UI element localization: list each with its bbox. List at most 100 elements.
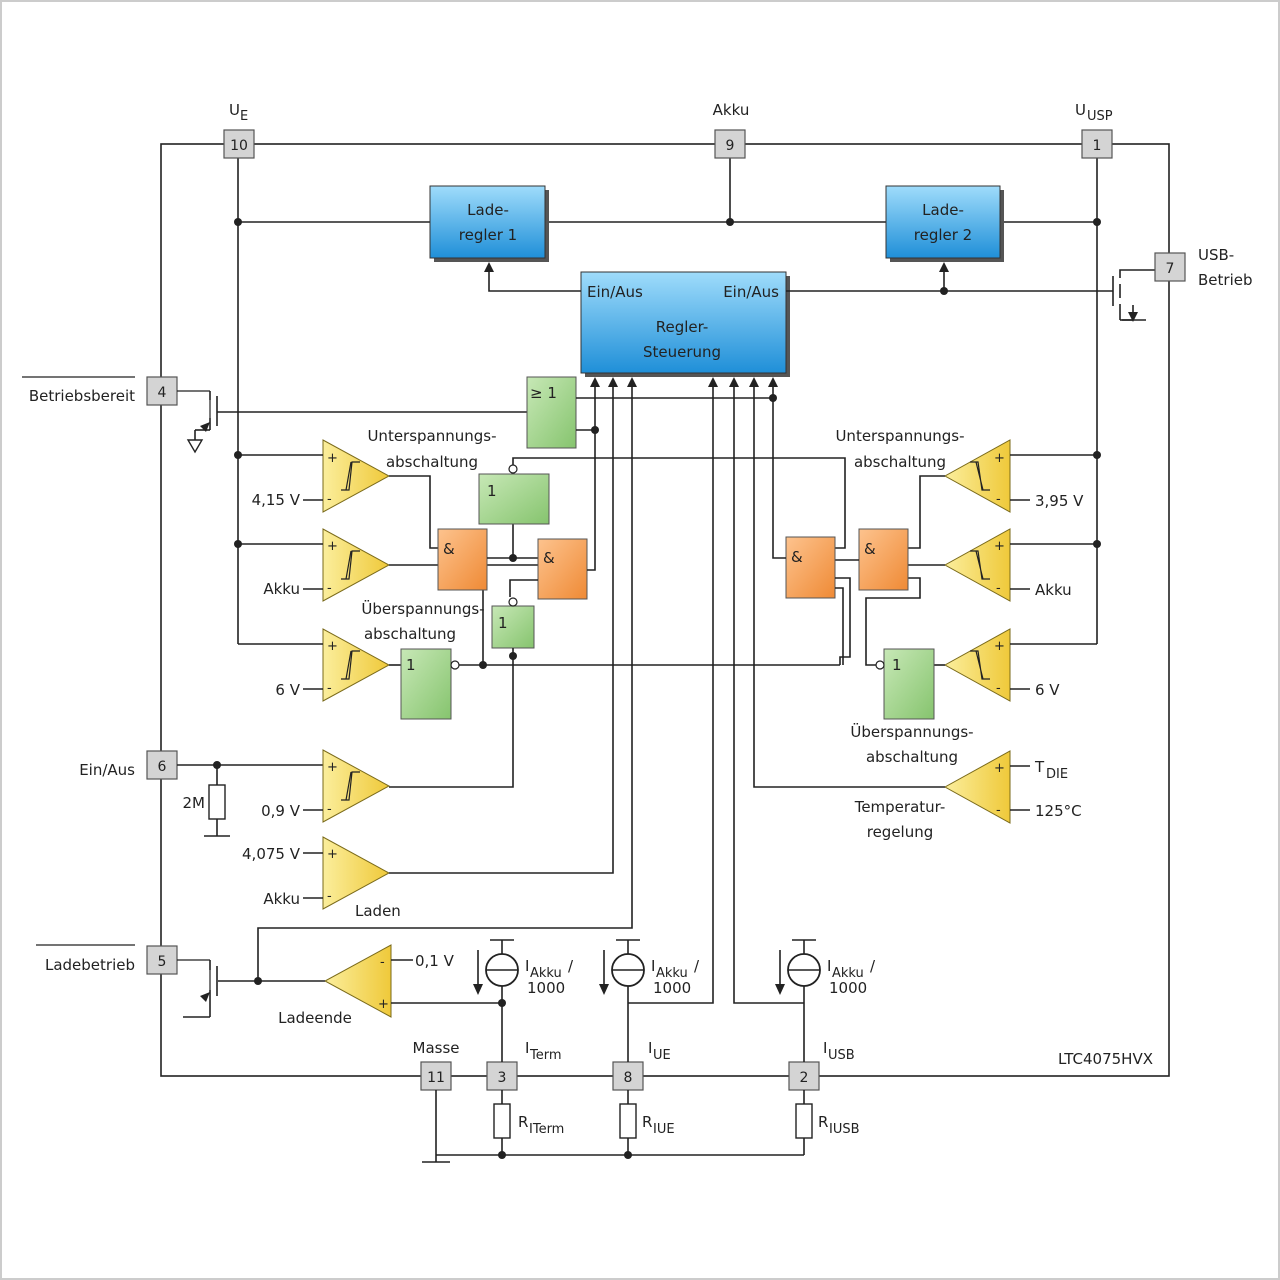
and-gate-left-1: & bbox=[437, 528, 488, 591]
laderegler-1-block: Lade- regler 1 bbox=[429, 185, 549, 262]
isrc-usb-sub: Akku bbox=[832, 966, 864, 981]
and-gate-right-2: & bbox=[785, 536, 836, 599]
pin-9: 9 bbox=[714, 129, 746, 159]
svg-text:5: 5 bbox=[158, 954, 167, 970]
uv-right-label-1: Unterspannungs- bbox=[835, 427, 964, 445]
laderegler-1-line1: Lade- bbox=[467, 201, 509, 219]
ctrl-line2: Steuerung bbox=[643, 343, 721, 361]
svg-text:&: & bbox=[443, 540, 455, 558]
comparator-akku-left: +- bbox=[322, 528, 391, 602]
svg-text:-: - bbox=[327, 581, 332, 596]
svg-text:+: + bbox=[378, 997, 389, 1012]
label-tdie-sub: DIE bbox=[1046, 767, 1068, 782]
pin-3-label-sub: Term bbox=[529, 1048, 562, 1063]
r-iusb-sub: IUSB bbox=[829, 1122, 860, 1137]
isrc-term-sub: Akku bbox=[530, 966, 562, 981]
pin-9-label: Akku bbox=[713, 101, 750, 119]
svg-text:+: + bbox=[994, 639, 1005, 654]
inverter-mid-small: 1 bbox=[491, 605, 535, 649]
svg-text:-: - bbox=[380, 955, 385, 970]
inverter-ov-left: 1 bbox=[400, 648, 452, 720]
laderegler-2-line2: regler 2 bbox=[914, 226, 972, 244]
r-iue-sub: IUE bbox=[653, 1122, 675, 1137]
svg-text:1: 1 bbox=[498, 614, 508, 632]
svg-text:4: 4 bbox=[158, 385, 167, 401]
part-number: LTC4075HVX bbox=[1058, 1050, 1153, 1068]
svg-text:-: - bbox=[996, 581, 1001, 596]
label-akku-left: Akku bbox=[263, 580, 300, 598]
pin-3-label: I bbox=[525, 1039, 529, 1057]
svg-text:&: & bbox=[543, 549, 555, 567]
pin-8: 8 bbox=[612, 1061, 644, 1091]
svg-text:+: + bbox=[327, 760, 338, 775]
svg-text:+: + bbox=[327, 639, 338, 654]
isrc-usb-div: / bbox=[870, 957, 876, 975]
comparator-ov-left: +- bbox=[322, 628, 391, 702]
pin-1: 1 bbox=[1081, 129, 1113, 159]
label-3-95v: 3,95 V bbox=[1035, 492, 1084, 510]
pin-6-label: Ein/Aus bbox=[79, 761, 135, 779]
svg-text:3: 3 bbox=[498, 1070, 507, 1086]
ov-left-label-2: abschaltung bbox=[364, 625, 456, 643]
svg-text:+: + bbox=[327, 451, 338, 466]
regler-steuerung-block: Ein/Aus Ein/Aus Regler- Steuerung bbox=[580, 271, 790, 377]
svg-text:8: 8 bbox=[624, 1070, 633, 1086]
resistor-2m bbox=[208, 784, 226, 820]
label-6v-left: 6 V bbox=[275, 681, 300, 699]
label-akku-laden: Akku bbox=[263, 890, 300, 908]
pin-2-label: I bbox=[823, 1039, 827, 1057]
pin-2: 2 bbox=[788, 1061, 820, 1091]
isrc-ue-div: / bbox=[694, 957, 700, 975]
temp-label-1: Temperatur- bbox=[854, 798, 946, 816]
comparator-uv-left: +- bbox=[322, 439, 391, 513]
pin-8-label-sub: UE bbox=[653, 1048, 671, 1063]
pin-4-label: Betriebsbereit bbox=[29, 387, 135, 405]
pin-2-label-sub: USB bbox=[828, 1048, 855, 1063]
svg-text:+: + bbox=[327, 539, 338, 554]
resistor-riusb bbox=[795, 1103, 813, 1139]
svg-text:-: - bbox=[327, 492, 332, 507]
r-iterm-sub: ITerm bbox=[529, 1122, 564, 1137]
isrc-term-den: 1000 bbox=[527, 979, 565, 997]
comparator-temperatur: +- bbox=[943, 750, 1011, 824]
comparator-uv-right: +- bbox=[943, 439, 1011, 513]
pin-7-label-2: Betrieb bbox=[1198, 271, 1253, 289]
pin-5: 5 bbox=[146, 945, 178, 975]
temp-label-2: regelung bbox=[867, 823, 934, 841]
isrc-ue-sub: Akku bbox=[656, 966, 688, 981]
isrc-ue-label: I bbox=[651, 957, 655, 975]
r-iue-label: R bbox=[642, 1113, 652, 1131]
svg-text:6: 6 bbox=[158, 759, 167, 775]
ov-left-label-1: Überspannungs- bbox=[361, 599, 484, 618]
svg-text:+: + bbox=[994, 539, 1005, 554]
r-iusb-label: R bbox=[818, 1113, 828, 1131]
laderegler-1-line2: regler 1 bbox=[459, 226, 517, 244]
label-0-9v: 0,9 V bbox=[261, 802, 301, 820]
pin-4: 4 bbox=[146, 376, 178, 406]
svg-text:10: 10 bbox=[230, 138, 248, 154]
svg-text:+: + bbox=[327, 847, 338, 862]
comparator-laden: +- bbox=[322, 836, 391, 910]
label-4-075v: 4,075 V bbox=[242, 845, 301, 863]
pin-3: 3 bbox=[486, 1061, 518, 1091]
label-125c: 125°C bbox=[1035, 802, 1082, 820]
svg-text:2: 2 bbox=[800, 1070, 809, 1086]
label-6v-right: 6 V bbox=[1035, 681, 1060, 699]
svg-text:9: 9 bbox=[726, 138, 735, 154]
pin-10-label-sub: E bbox=[240, 109, 248, 124]
svg-text:7: 7 bbox=[1166, 261, 1175, 277]
or-gate-top: ≥ 1 bbox=[526, 376, 577, 449]
resistor-riterm bbox=[493, 1103, 511, 1139]
svg-text:1: 1 bbox=[892, 656, 902, 674]
svg-text:-: - bbox=[327, 681, 332, 696]
svg-text:1: 1 bbox=[406, 656, 416, 674]
inverter-ov-right: 1 bbox=[883, 648, 935, 720]
pin-7-label-1: USB- bbox=[1198, 246, 1234, 264]
uv-left-label-1: Unterspannungs- bbox=[367, 427, 496, 445]
pin-1-label-sub: USP bbox=[1087, 109, 1113, 124]
ov-right-label-1: Überspannungs- bbox=[850, 722, 973, 741]
svg-text:-: - bbox=[996, 803, 1001, 818]
inverter-mid-top: 1 bbox=[478, 473, 550, 525]
comparator-akku-right: +- bbox=[943, 528, 1011, 602]
